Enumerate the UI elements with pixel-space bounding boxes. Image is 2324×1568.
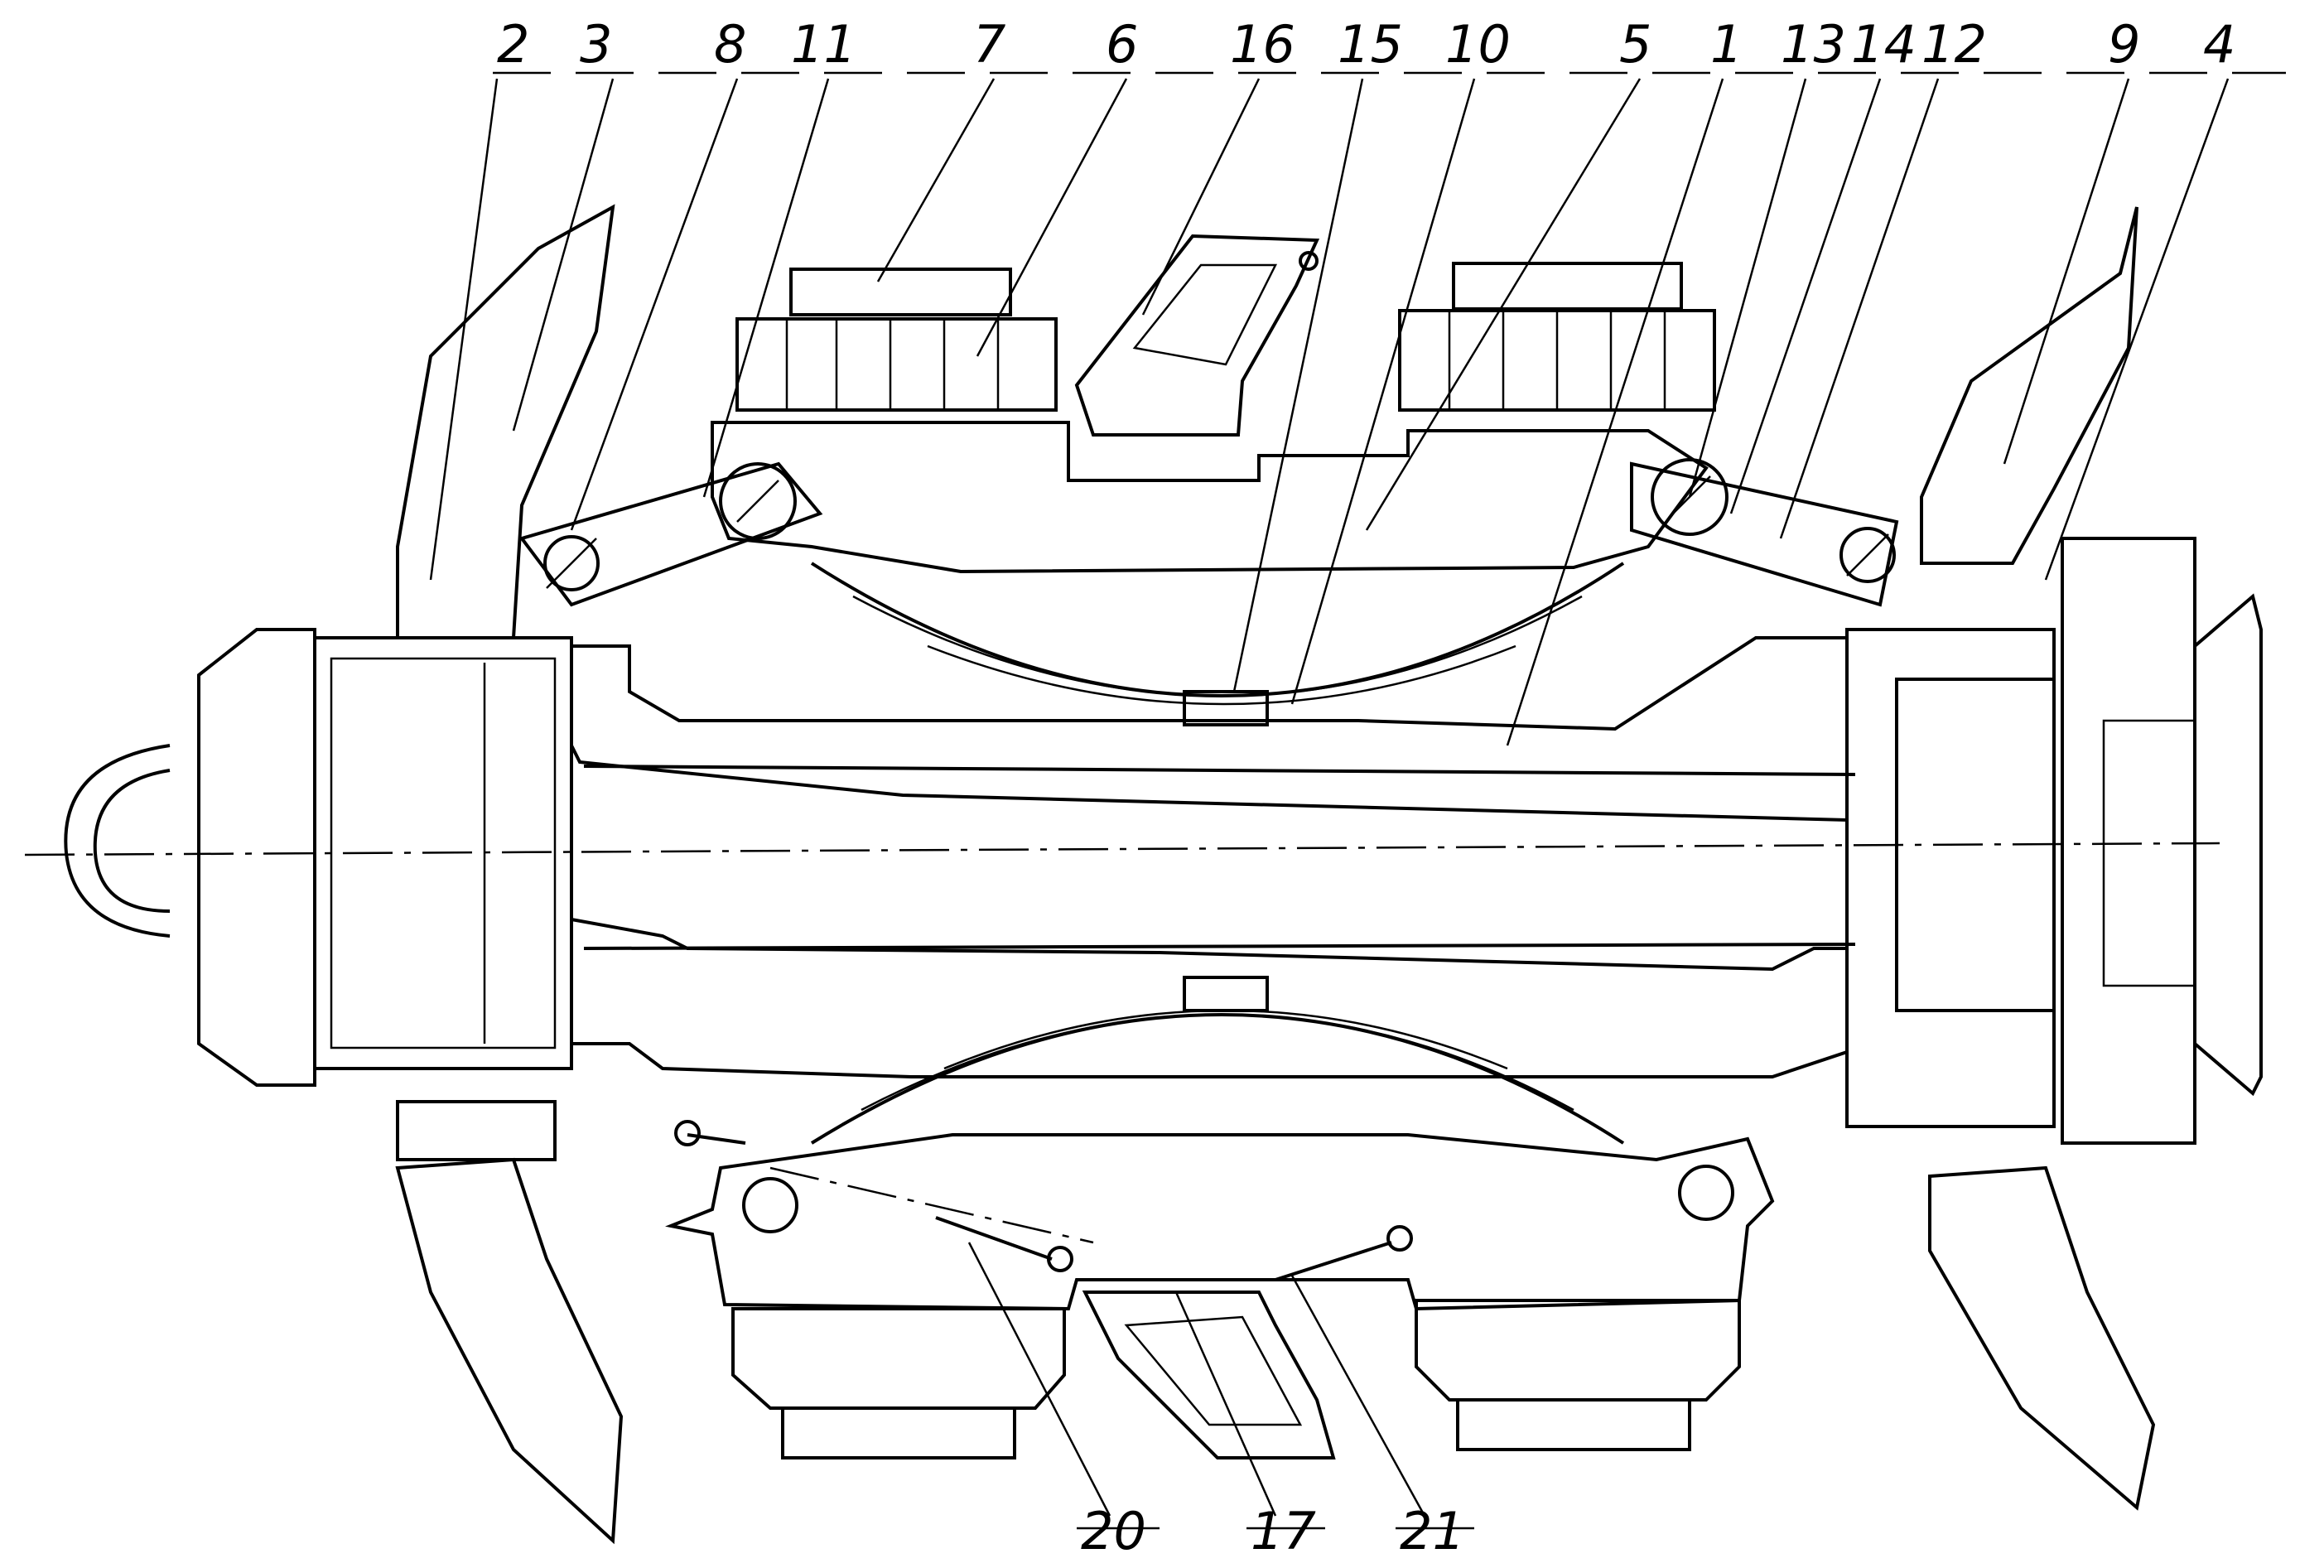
label-21: 21 <box>1400 1501 1465 1561</box>
label-12: 12 <box>1921 14 1987 75</box>
label-13: 13 <box>1781 14 1846 75</box>
upper-bracket <box>1074 234 1320 437</box>
label-14: 14 <box>1851 14 1917 75</box>
top-callout-labels: 2 3 8 11 7 6 16 15 10 5 1 13 14 12 9 4 <box>497 14 2235 75</box>
label-17: 17 <box>1251 1501 1316 1561</box>
axle-housing <box>570 636 1856 1078</box>
leader-lines <box>429 78 2230 1530</box>
centre-line <box>24 842 2220 856</box>
label-4: 4 <box>2203 14 2235 75</box>
linkage-rods <box>674 1120 1413 1281</box>
label-1: 1 <box>1710 14 1743 75</box>
lower-left-wheel <box>731 1307 1066 1459</box>
label-8: 8 <box>714 14 746 75</box>
label-6: 6 <box>1106 14 1138 75</box>
lower-right-wheel <box>1415 1299 1741 1451</box>
label-16: 16 <box>1230 14 1295 75</box>
upper-right-link <box>1630 458 1899 607</box>
label-3: 3 <box>580 14 612 75</box>
right-hub <box>1845 537 2263 1145</box>
label-11: 11 <box>791 14 856 75</box>
right-side-blade <box>1920 206 2156 1511</box>
label-10: 10 <box>1445 14 1511 75</box>
upper-left-wheel <box>735 268 1058 412</box>
left-side-blade <box>395 204 624 1545</box>
upper-right-wheel <box>1398 262 1716 412</box>
left-hub <box>64 628 573 1087</box>
lower-bracket <box>1082 1291 1336 1459</box>
label-5: 5 <box>1619 14 1651 75</box>
label-20: 20 <box>1081 1501 1146 1561</box>
upper-left-link <box>518 461 823 607</box>
lower-leaf-spring <box>810 976 1625 1145</box>
label-15: 15 <box>1338 14 1403 75</box>
bottom-callout-labels: 20 17 21 <box>1081 1501 1465 1561</box>
upper-leaf-spring <box>810 562 1625 726</box>
label-2: 2 <box>497 14 529 75</box>
lower-beam <box>665 1133 1775 1311</box>
upper-beam <box>711 421 1709 574</box>
label-9: 9 <box>2108 14 2140 75</box>
label-7: 7 <box>973 14 1005 75</box>
